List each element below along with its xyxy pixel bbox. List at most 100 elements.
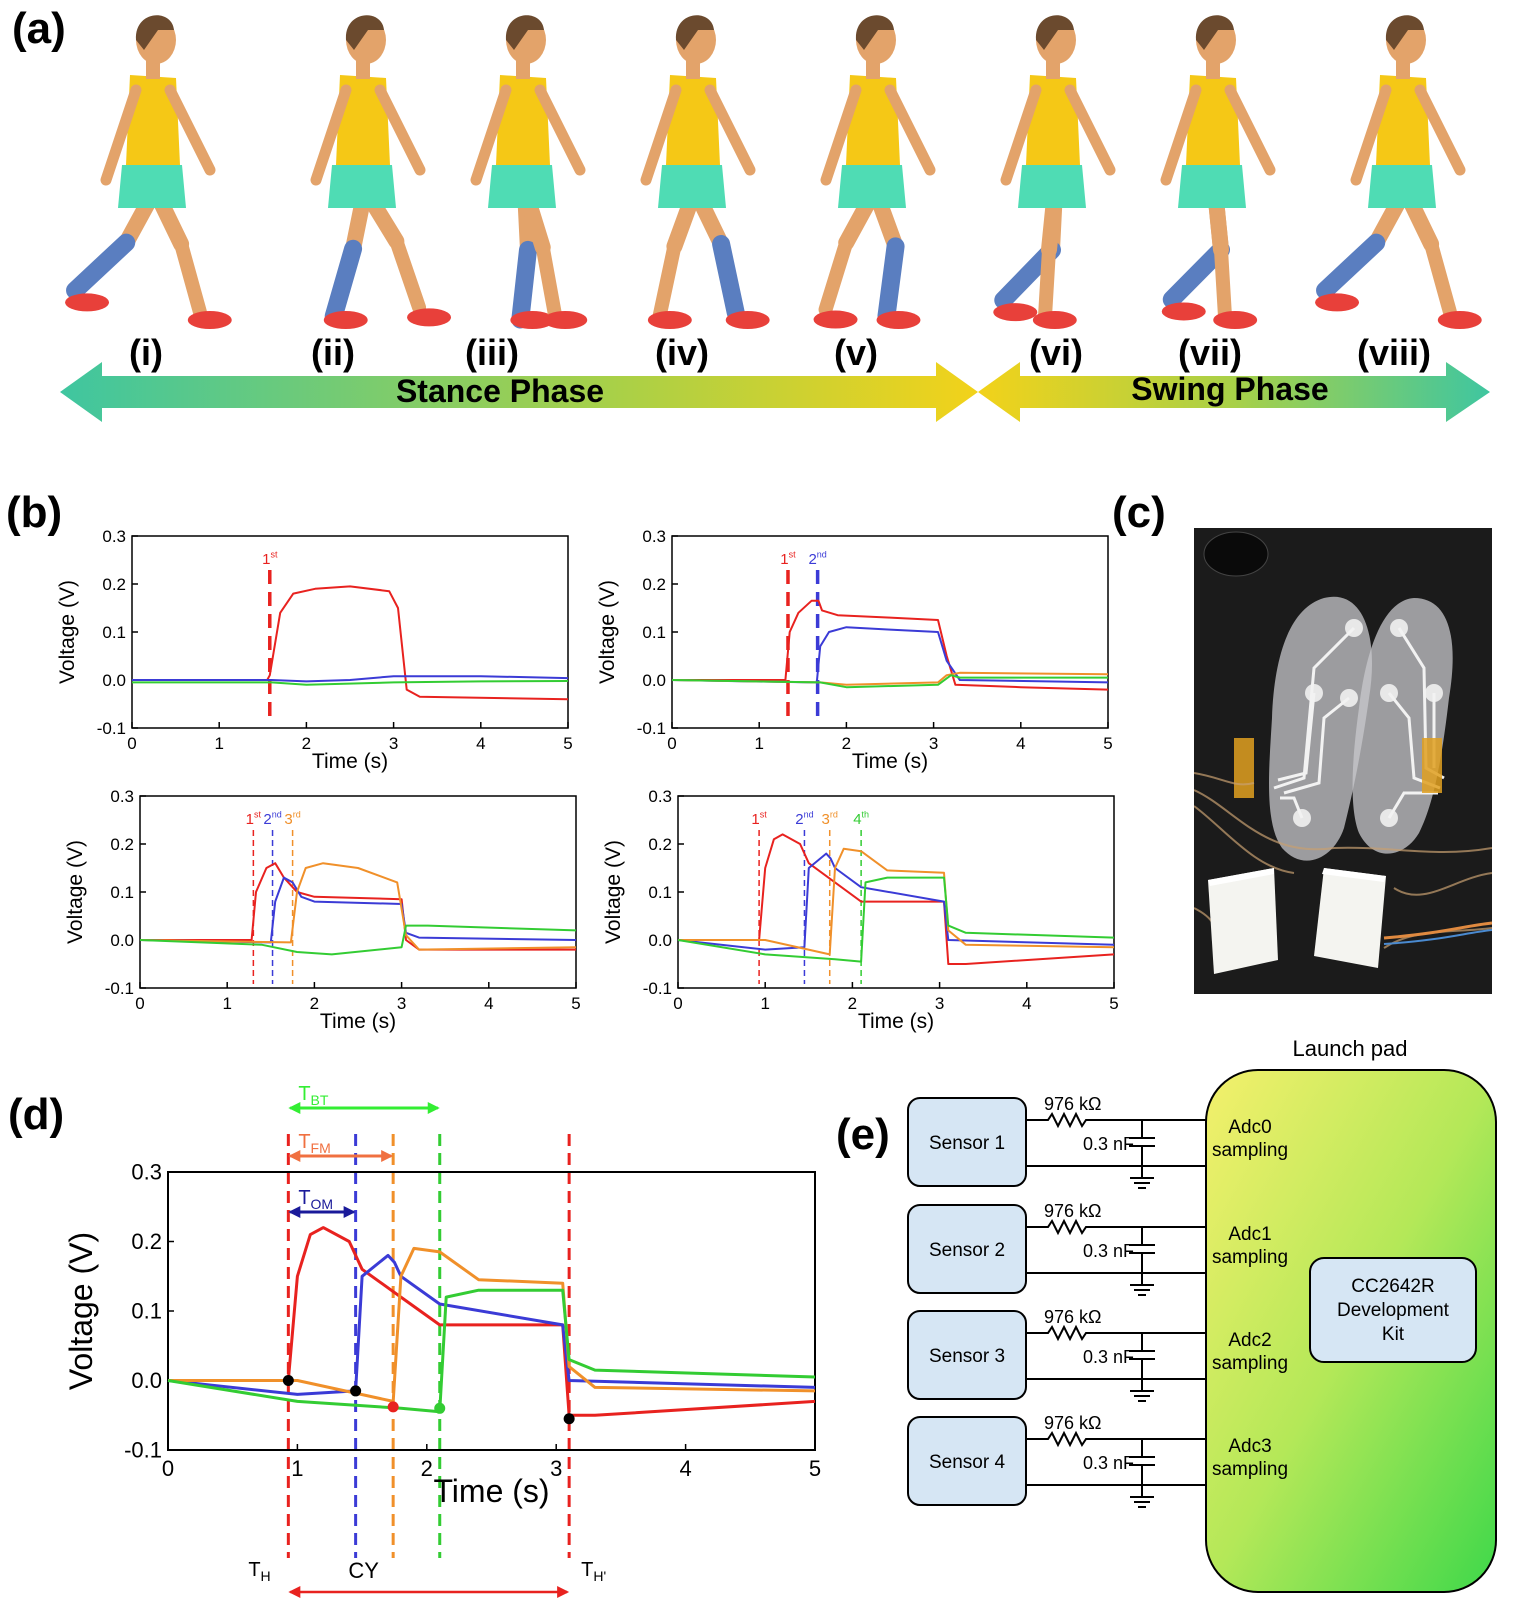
x-tick-label: 1 [222,994,231,1013]
adc-label: Adc2 [1228,1330,1271,1351]
right-insole [1352,598,1453,854]
adc-label: Adc1 [1228,1224,1271,1245]
event-dot [350,1385,362,1397]
sensor-box [907,1310,1027,1400]
series-line [671,671,1109,686]
y-tick-label: -0.1 [105,979,134,998]
walker-figure [65,15,232,329]
development-kit-label: Kit [1382,1324,1405,1345]
y-axis-label: Voltage (V) [56,580,79,684]
sensor-box [907,1204,1027,1294]
y-tick-label: 0.2 [131,1229,162,1254]
y-tick-label: 0.3 [102,527,126,546]
series-line [139,924,577,956]
swing-phase-label: Swing Phase [1131,371,1328,407]
stage-label-6: (vi) [1029,332,1083,373]
x-tick-label: 3 [935,994,944,1013]
plot-frame [131,535,569,729]
series-line [671,674,1108,689]
stage-label-1: (i) [129,332,163,373]
event-dot [282,1375,294,1386]
series-line [677,876,1115,963]
heel-strike-label: TH [248,1559,270,1584]
sensor-label: Sensor 4 [929,1452,1005,1473]
x-axis-label: Time (s) [852,750,928,773]
phase-marker-label: 2nd [808,549,826,568]
y-axis-label: Voltage (V) [602,840,625,944]
plot-frame [139,795,577,989]
gait-illustration: Stance Phase Swing Phase [60,15,1490,422]
phase-marker-label: 1st [751,809,767,828]
arrow-head [288,1206,301,1218]
x-tick-label: 2 [302,734,311,753]
phase-marker-label: 2nd [795,809,813,828]
x-tick-label: 1 [291,1456,303,1481]
interval-label: TBT [298,1083,329,1108]
interval-label: TOM [298,1187,333,1212]
x-tick-label: 4 [484,994,493,1013]
walker-figure [470,15,588,329]
adc-sampling-label: sampling [1212,1247,1288,1268]
x-tick-label: 0 [127,734,136,753]
arrow-head [288,1102,301,1114]
arrow-head [381,1150,394,1162]
x-tick-label: 2 [842,734,851,753]
x-tick-label: 1 [754,734,763,753]
series-line [677,852,1115,951]
next-heel-strike-label: TH' [581,1559,606,1584]
series-line [168,1246,816,1403]
series-line [678,833,1115,965]
series-line [132,680,569,686]
cycle-label: CY [348,1558,379,1583]
insole-photo [1194,528,1492,994]
series-line [139,862,577,951]
walker-figure [1160,15,1276,329]
phase-marker-label: 4th [853,809,869,828]
y-tick-label: 0.1 [642,623,666,642]
y-tick-label: -0.1 [124,1438,162,1463]
x-tick-label: 5 [563,734,572,753]
y-tick-label: 0.1 [131,1299,162,1324]
walker-figure [1315,15,1482,329]
y-axis-label: Voltage (V) [63,1232,99,1390]
capacitor-label: 0.3 nF [1083,1241,1134,1261]
adc-label: Adc0 [1228,1117,1271,1138]
stage-label-7: (vii) [1177,332,1242,373]
stance-phase-label: Stance Phase [396,373,604,409]
event-dot [387,1401,399,1413]
controller-box-right [1314,868,1386,968]
y-tick-label: 0.2 [102,575,126,594]
phase-marker-label: 3rd [822,809,838,828]
x-tick-label: 4 [1016,734,1025,753]
arrow-head [557,1586,570,1598]
left-insole [1234,596,1372,861]
arrow-head [427,1102,440,1114]
adc-sampling-label: sampling [1212,1353,1288,1374]
stage-label-5: (v) [834,332,878,373]
interval-label: TFM [298,1131,330,1156]
x-tick-label: 5 [571,994,580,1013]
plot-frame [671,535,1109,729]
y-tick-label: 0.1 [102,623,126,642]
stance-phase-arrow [60,362,978,422]
x-tick-label: 2 [421,1456,433,1481]
x-tick-label: 2 [310,994,319,1013]
capacitor-label: 0.3 nF [1083,1134,1134,1154]
sensor-label: Sensor 3 [929,1346,1005,1367]
y-tick-label: 0.0 [110,931,134,950]
capacitor-label: 0.3 nF [1083,1453,1134,1473]
development-kit-label: CC2642R [1351,1276,1434,1297]
series-line [140,862,576,951]
x-axis-label: Time (s) [320,1010,396,1033]
stage-label-8: (viii) [1356,332,1431,373]
x-tick-label: 5 [1109,994,1118,1013]
panel-label-a: (a) [12,4,66,53]
x-tick-label: 0 [135,994,144,1013]
series-line [132,585,569,701]
